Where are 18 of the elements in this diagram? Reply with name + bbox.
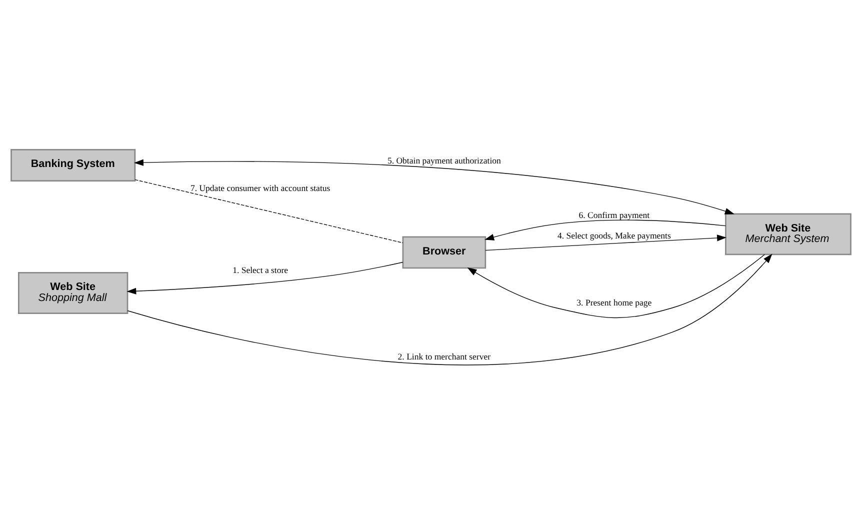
arrow (127, 253, 772, 365)
connector (134, 178, 404, 243)
node-box: Web Site Merchant System (725, 212, 852, 255)
edge-label: 6. Confirm payment (578, 210, 650, 220)
edge-label: 5. Obtain payment authorization (387, 154, 501, 165)
arrow (134, 158, 734, 214)
node-box: Web Site Shopping Mall (18, 272, 128, 314)
edge-label: 1. Select a store (232, 264, 288, 274)
edge-label: 2. Link to merchant server (398, 351, 491, 362)
node-box: Banking System (10, 148, 136, 181)
node-box: Browser (402, 236, 486, 268)
edge-label: 4. Select goods, Make payments (557, 230, 671, 240)
arrow (126, 261, 404, 294)
edge-label: 7. Update consumer with account status (190, 182, 330, 193)
edge-label: 3. Present home page (576, 296, 652, 307)
arrow (467, 254, 765, 318)
arrow (485, 234, 727, 250)
arrow (484, 219, 726, 240)
